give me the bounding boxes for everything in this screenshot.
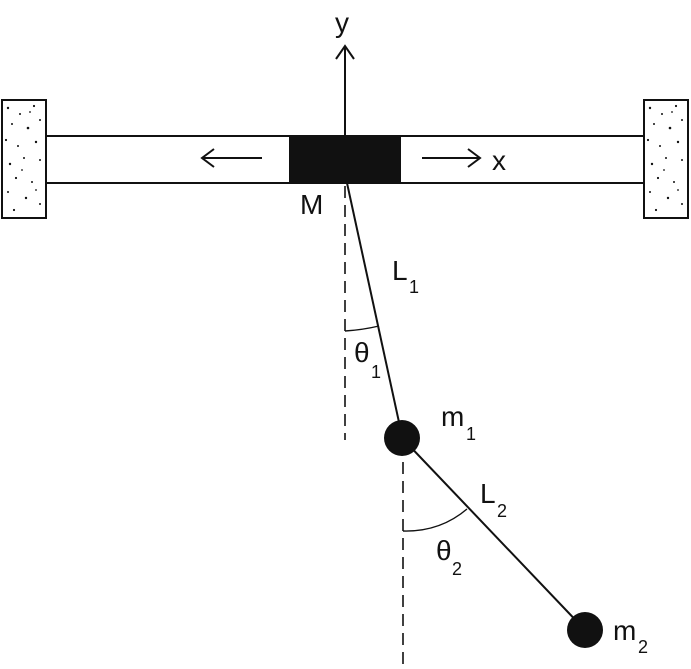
rod-2: [401, 437, 586, 631]
cart-block: [289, 137, 401, 182]
right-wall: [643, 99, 689, 219]
angle-1-label: θ 1: [354, 337, 381, 382]
svg-text:θ: θ: [436, 535, 452, 566]
angle-arc-2: [402, 508, 468, 532]
svg-text:1: 1: [466, 424, 476, 444]
svg-text:L: L: [392, 255, 408, 286]
right-arrow: [422, 148, 482, 168]
rod-1-length-label: L 1: [392, 255, 419, 297]
svg-text:m: m: [613, 615, 636, 646]
y-axis-label: y: [335, 7, 349, 38]
angle-arc-1: [344, 325, 380, 332]
left-wall: [1, 99, 47, 219]
svg-text:m: m: [441, 401, 464, 432]
svg-text:1: 1: [409, 277, 419, 297]
rod-1: [346, 182, 403, 437]
svg-text:2: 2: [497, 501, 507, 521]
x-axis-label: x: [492, 145, 506, 176]
rod-2-length-label: L 2: [480, 478, 507, 521]
mass-1-label: m 1: [441, 401, 476, 444]
mass-2-label: m 2: [613, 615, 648, 657]
svg-text:θ: θ: [354, 337, 370, 368]
cart-mass-label: M: [300, 189, 323, 220]
angle-2-label: θ 2: [436, 535, 462, 579]
svg-text:L: L: [480, 478, 496, 509]
svg-text:1: 1: [371, 362, 381, 382]
mass-2-bob: [567, 612, 603, 648]
y-axis-arrow: [335, 44, 355, 137]
left-arrow: [200, 148, 262, 168]
svg-text:2: 2: [638, 637, 648, 657]
svg-text:2: 2: [452, 559, 462, 579]
mass-1-bob: [384, 420, 420, 456]
